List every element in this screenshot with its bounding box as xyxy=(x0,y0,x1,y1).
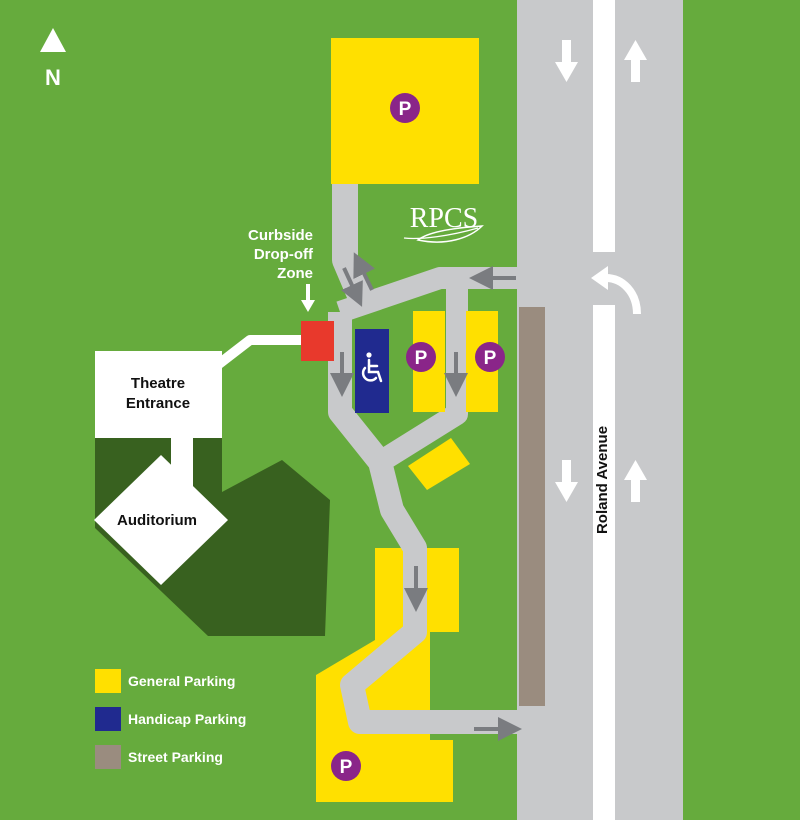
walkway-to-theatre xyxy=(211,335,302,371)
svg-text:P: P xyxy=(340,757,353,778)
theatre-entrance-building xyxy=(95,351,222,438)
theatre-entrance-label: Theatre Entrance xyxy=(126,375,190,412)
leaf-icon xyxy=(416,225,484,243)
lane-stripe-south xyxy=(593,305,615,820)
direction-arrow-icon xyxy=(353,252,376,291)
rpcs-logo: RPCS xyxy=(403,203,484,243)
wheelchair-icon xyxy=(361,352,383,383)
svg-text:Zone: Zone xyxy=(277,265,313,282)
parking-p-icon: P xyxy=(406,342,436,372)
north-arrow-icon: N xyxy=(40,28,66,90)
svg-text:N: N xyxy=(45,65,61,90)
direction-arrow-icon xyxy=(555,40,578,82)
svg-text:RPCS: RPCS xyxy=(410,203,479,234)
svg-text:Theatre: Theatre xyxy=(131,375,185,392)
svg-text:P: P xyxy=(415,348,428,369)
svg-text:Drop-off: Drop-off xyxy=(254,246,314,263)
u-turn-arrow-icon xyxy=(591,266,641,315)
lane-stripe-north xyxy=(593,0,615,252)
direction-arrow-icon xyxy=(555,460,578,502)
dropoff-label: Curbside Drop-off Zone xyxy=(248,227,314,282)
legend-swatch xyxy=(95,745,121,769)
svg-text:General Parking: General Parking xyxy=(128,673,235,689)
legend-item-street-parking: Street Parking xyxy=(95,745,223,769)
direction-arrow-icon xyxy=(341,267,363,307)
small-angled-parking xyxy=(408,438,470,490)
legend-item-general-parking: General Parking xyxy=(95,669,235,693)
svg-text:P: P xyxy=(399,99,412,120)
auditorium-label: Auditorium xyxy=(117,512,197,529)
svg-text:P: P xyxy=(484,348,497,369)
svg-text:Entrance: Entrance xyxy=(126,395,190,412)
direction-arrow-icon xyxy=(624,460,647,502)
legend: General Parking Handicap Parking Street … xyxy=(95,669,246,769)
legend-item-handicap-parking: Handicap Parking xyxy=(95,707,246,731)
legend-swatch xyxy=(95,669,121,693)
driveway-traffic-arrows xyxy=(330,252,522,741)
road-direction-arrows xyxy=(555,40,647,502)
parking-p-icon: P xyxy=(390,93,420,123)
street-parking-strip xyxy=(519,307,545,706)
auditorium-building xyxy=(94,455,228,585)
svg-text:Handicap Parking: Handicap Parking xyxy=(128,711,246,727)
direction-arrow-icon xyxy=(624,40,647,82)
parking-p-icon: P xyxy=(331,751,361,781)
road-name-label: Roland Avenue xyxy=(594,426,611,534)
svg-text:Curbside: Curbside xyxy=(248,227,313,244)
parking-p-icon: P xyxy=(475,342,505,372)
dropoff-pointer-arrow xyxy=(301,284,315,312)
svg-text:Street Parking: Street Parking xyxy=(128,749,223,765)
curbside-dropoff-zone xyxy=(301,321,334,361)
legend-swatch xyxy=(95,707,121,731)
